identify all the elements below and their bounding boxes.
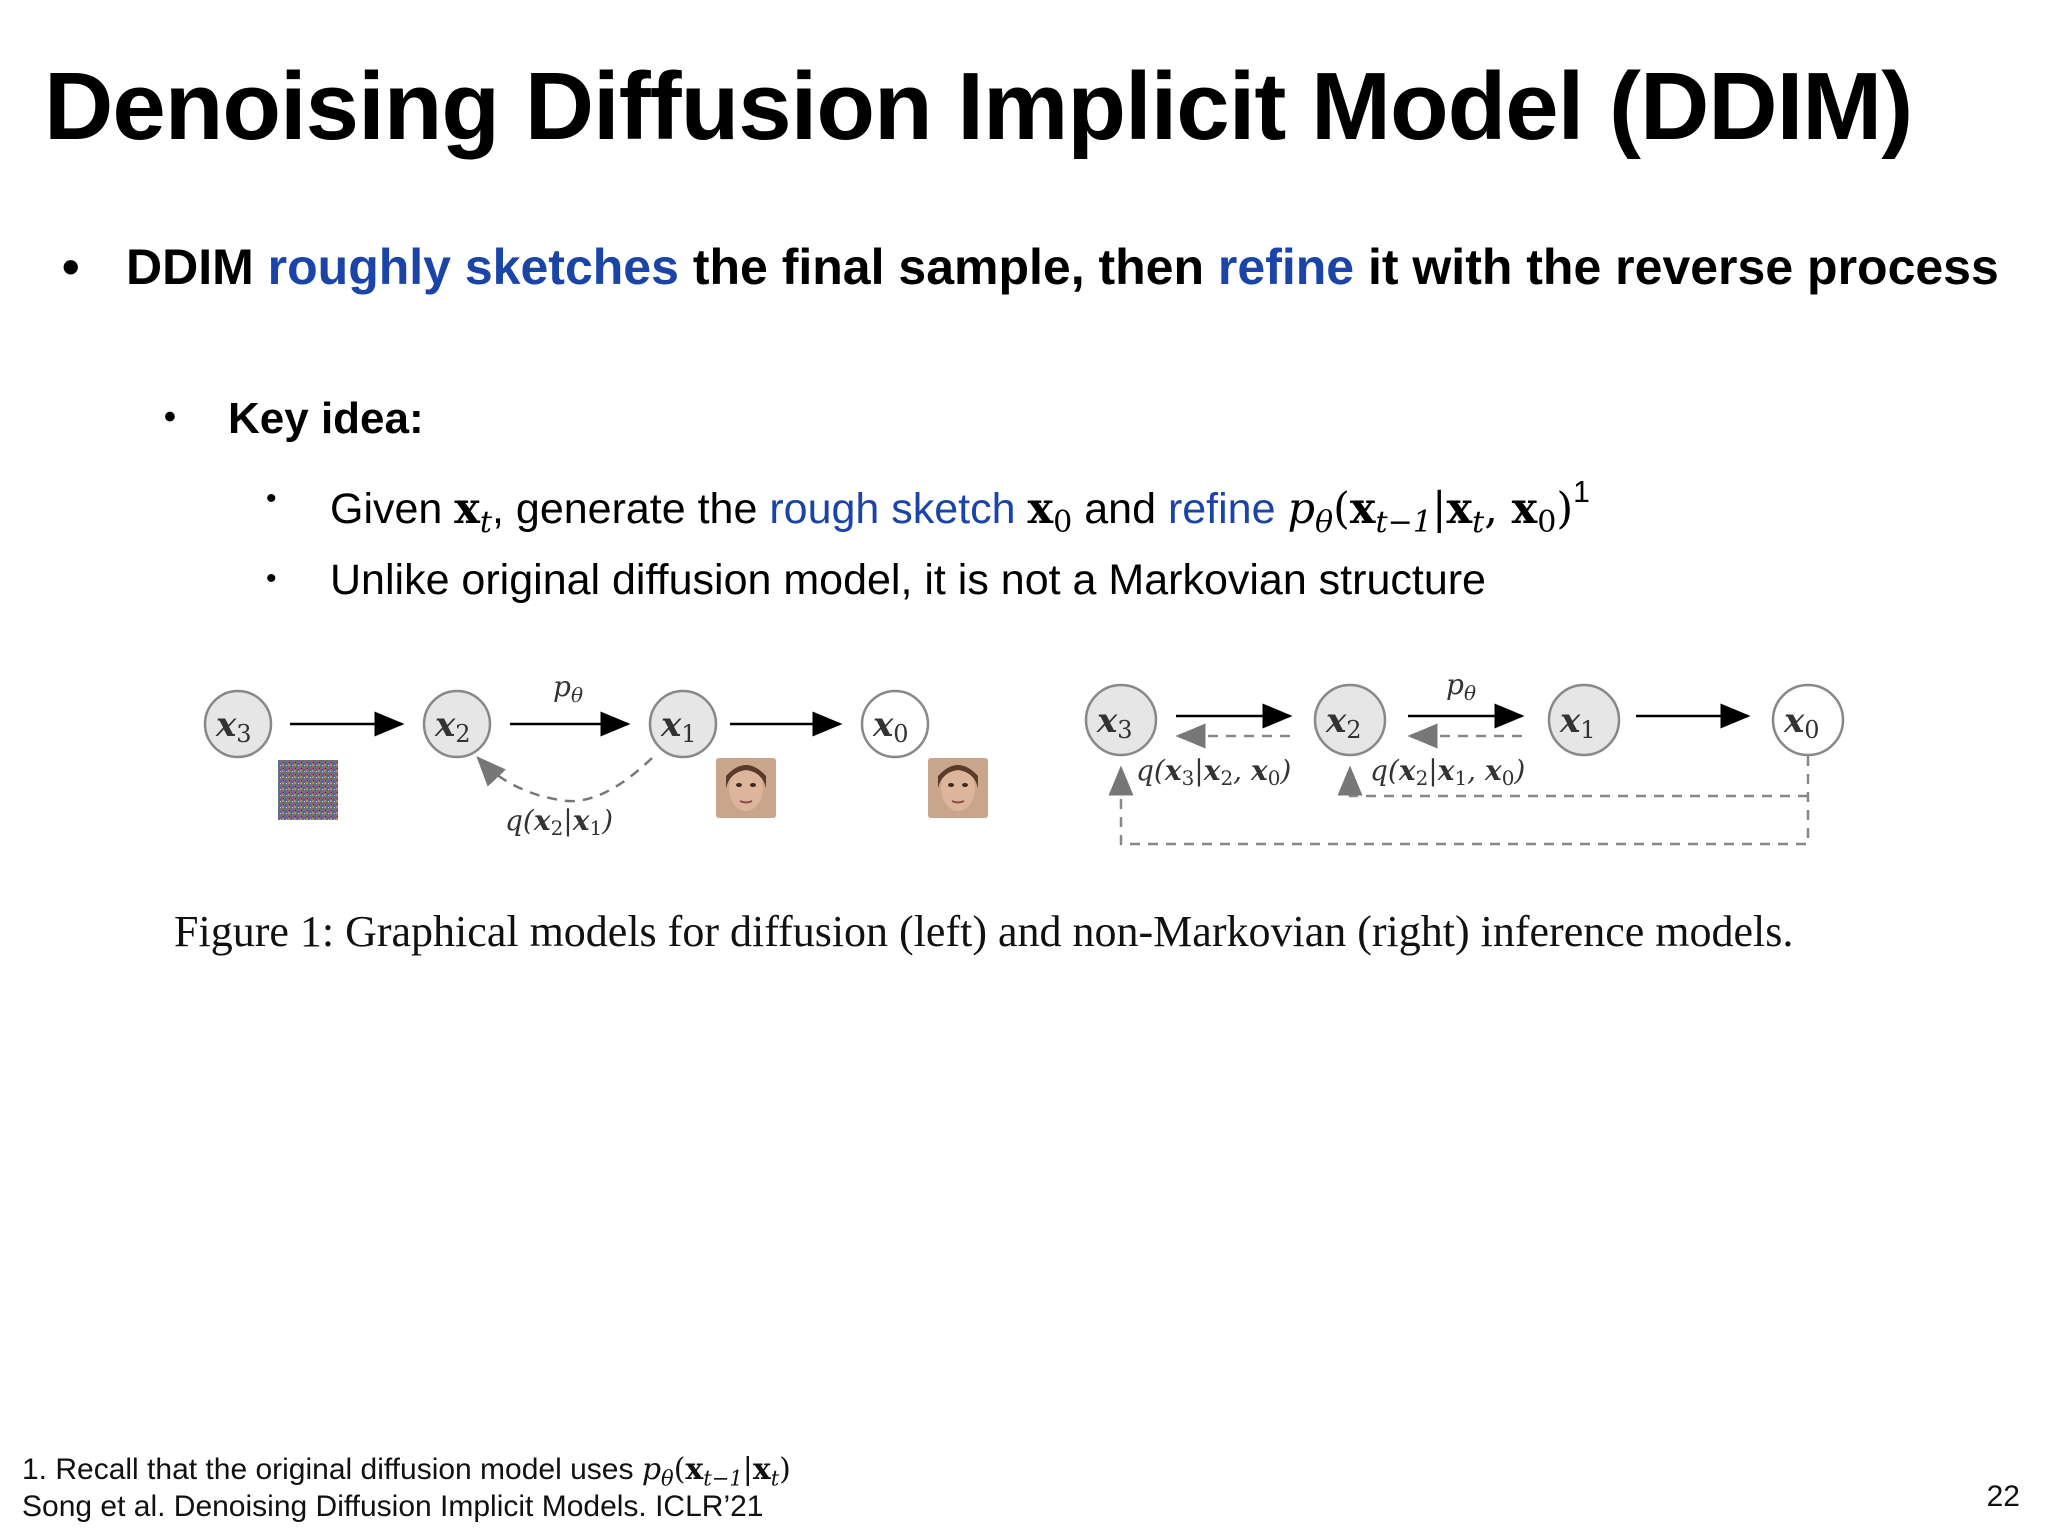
bullet-dot: •	[266, 482, 277, 515]
noise-image	[278, 760, 338, 820]
left-node-x1-label: x1	[660, 705, 697, 748]
right-q-label-2: q(x2|x1, x0)	[1370, 754, 1525, 790]
right-node-x3	[1084, 683, 1158, 757]
right-ptheta-label: pθ	[1446, 668, 1476, 705]
figure-caption: Figure 1: Graphical models for diffusion…	[174, 907, 1794, 956]
left-node-x0	[860, 689, 930, 759]
bullet-dot: •	[62, 239, 80, 295]
right-diagram: x3 x2 x1 x0 pθ q(x3|x2, x0) q(x2|x1, x0)	[1084, 668, 1845, 846]
right-node-x1-label: x1	[1559, 701, 1596, 744]
slide-title: Denoising Diffusion Implicit Model (DDIM…	[44, 53, 1913, 160]
page-number: 22	[1986, 1480, 2020, 1513]
left-node-x2	[422, 689, 492, 759]
left-q-label: q(x2|x1)	[505, 804, 613, 840]
right-q-label-1: q(x3|x2, x0)	[1136, 754, 1291, 790]
right-node-x3-label: x3	[1096, 701, 1133, 744]
left-node-x0-label: x0	[872, 705, 909, 748]
left-node-x1	[648, 689, 718, 759]
left-q-dashed-arc	[476, 756, 653, 803]
key-idea-item-1-text: Given xt, generate the rough sketch x0 a…	[330, 476, 1590, 541]
bullet-dot: •	[164, 398, 176, 436]
right-node-x1	[1547, 683, 1621, 757]
right-node-x2-label: x2	[1325, 701, 1362, 744]
left-node-x3	[203, 689, 273, 759]
key-idea-label: Key idea:	[228, 394, 424, 443]
left-node-x3-label: x3	[215, 705, 252, 748]
left-node-x2-label: x2	[434, 705, 471, 748]
right-dashed-loop-outer	[1108, 756, 1810, 846]
right-dashed-loop-inner	[1337, 765, 1808, 798]
face-image-1	[716, 758, 776, 818]
key-idea-item-2-text: Unlike original diffusion model, it is n…	[330, 556, 1486, 604]
main-bullet-text: DDIM roughly sketches the final sample, …	[126, 239, 1999, 295]
citation: Song et al. Denoising Diffusion Implicit…	[22, 1490, 764, 1523]
footnote-1: 1. Recall that the original diffusion mo…	[22, 1452, 791, 1491]
face-image-2	[928, 758, 988, 818]
right-node-x2	[1313, 683, 1387, 757]
left-ptheta-label: pθ	[553, 670, 583, 707]
right-node-x0	[1771, 683, 1845, 757]
bullet-dot: •	[266, 562, 277, 595]
right-node-x0-label: x0	[1783, 701, 1820, 744]
